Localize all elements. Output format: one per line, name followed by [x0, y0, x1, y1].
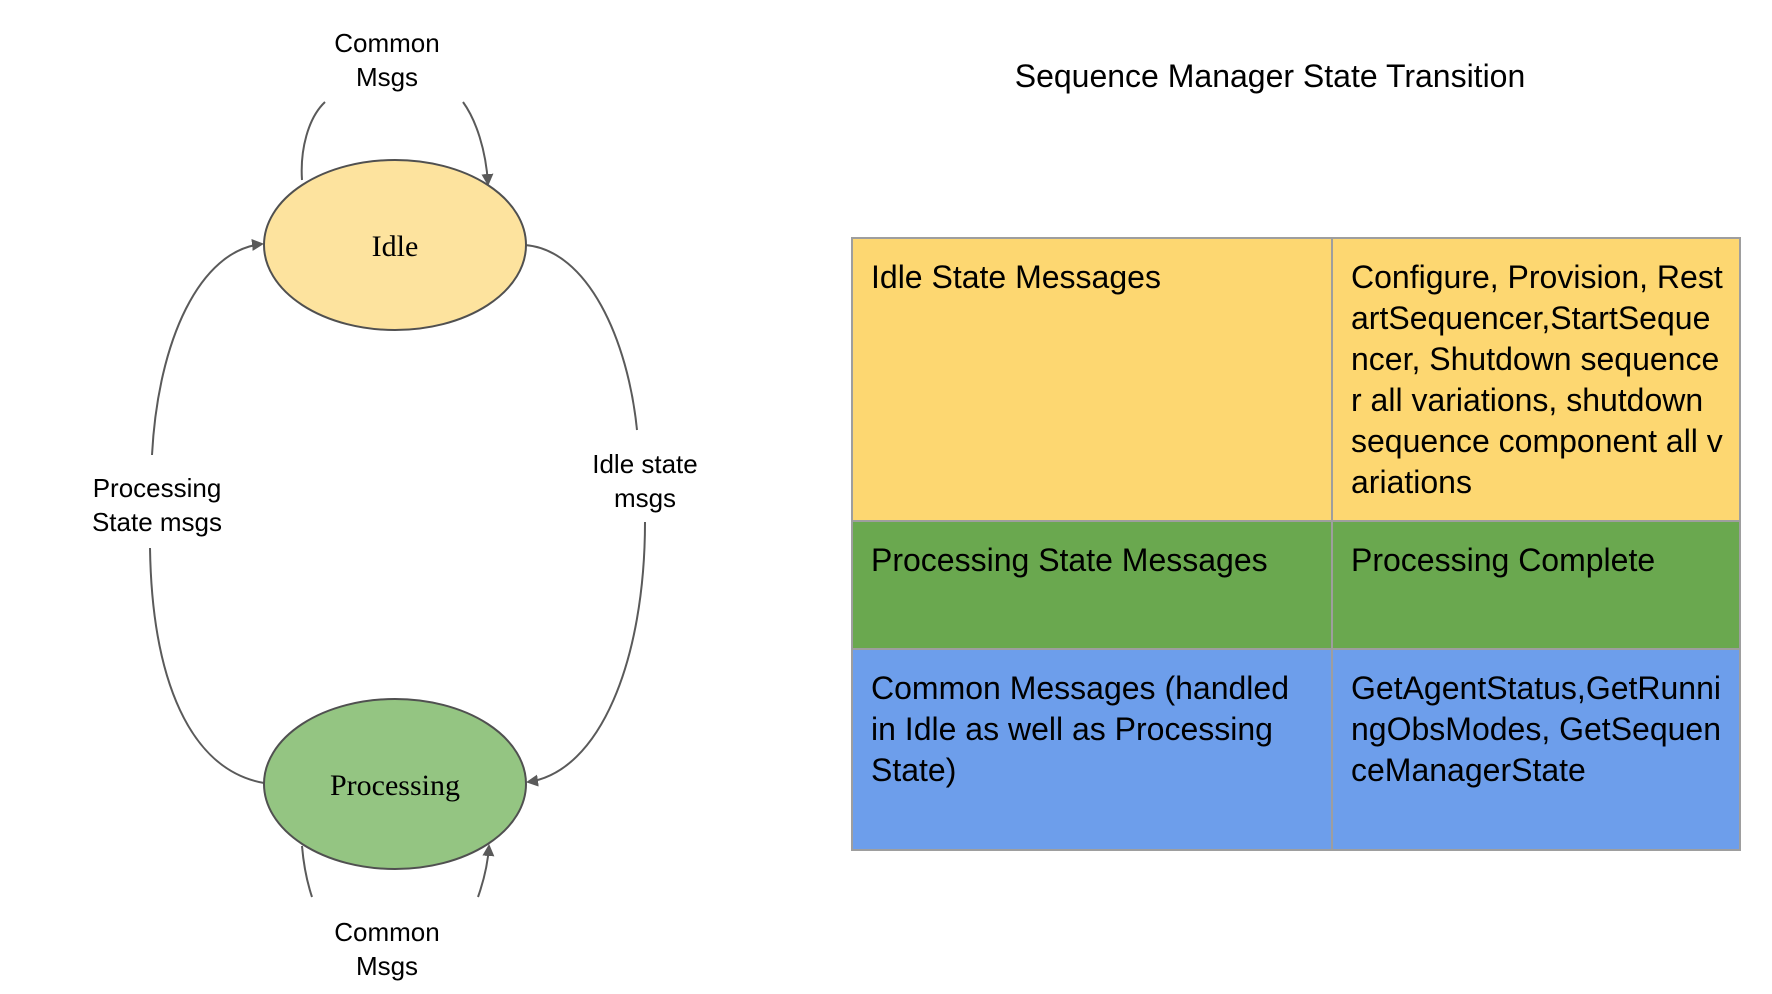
state-messages-table: Idle State Messages Configure, Provision… [851, 237, 1741, 851]
idle-self-loop-arrow-head-segment [462, 101, 494, 186]
idle-self-loop-label-line-2: Msgs [356, 62, 418, 92]
state-transition-diagram: Common Msgs Idle state msgs Processing S… [92, 28, 698, 981]
idle-to-processing-label-line-2: msgs [614, 483, 676, 513]
idle-state-label: Idle [372, 230, 419, 263]
idle-self-loop-label-line-1: Common [334, 28, 439, 58]
table-cell-state-name: Common Messages (handled in Idle as well… [851, 648, 1333, 851]
page-title: Sequence Manager State Transition [1014, 58, 1526, 94]
idle-to-processing-arrow-upper [524, 244, 638, 431]
table-cell-messages: Configure, Provision, RestartSequencer,S… [1331, 237, 1741, 522]
processing-self-loop-arrow [301, 845, 313, 898]
processing-state-label: Processing [330, 769, 460, 802]
idle-to-processing-arrow-lower [526, 521, 646, 787]
table-cell-messages: Processing Complete [1331, 520, 1741, 650]
idle-state-node [263, 159, 527, 331]
table-row-idle-state: Idle State Messages Configure, Provision… [851, 237, 1741, 522]
processing-to-idle-label-line-1: Processing [93, 473, 222, 503]
table-cell-state-name: Idle State Messages [851, 237, 1333, 522]
processing-state-node [263, 698, 527, 870]
idle-to-processing-label-line-1: Idle state [592, 449, 698, 479]
table-cell-messages: GetAgentStatus,GetRunningObsModes, GetSe… [1331, 648, 1741, 851]
processing-to-idle-label-line-2: State msgs [92, 507, 222, 537]
table-row-common-messages: Common Messages (handled in Idle as well… [851, 648, 1741, 851]
table-row-processing-state: Processing State Messages Processing Com… [851, 520, 1741, 650]
processing-self-loop-label-line-1: Common [334, 917, 439, 947]
idle-self-loop-arrow [300, 101, 326, 181]
processing-to-idle-arrow-lower [149, 547, 265, 784]
processing-to-idle-arrow-upper [151, 239, 264, 456]
table-cell-state-name: Processing State Messages [851, 520, 1333, 650]
processing-self-loop-arrow-head-segment [477, 844, 495, 898]
processing-self-loop-label-line-2: Msgs [356, 951, 418, 981]
